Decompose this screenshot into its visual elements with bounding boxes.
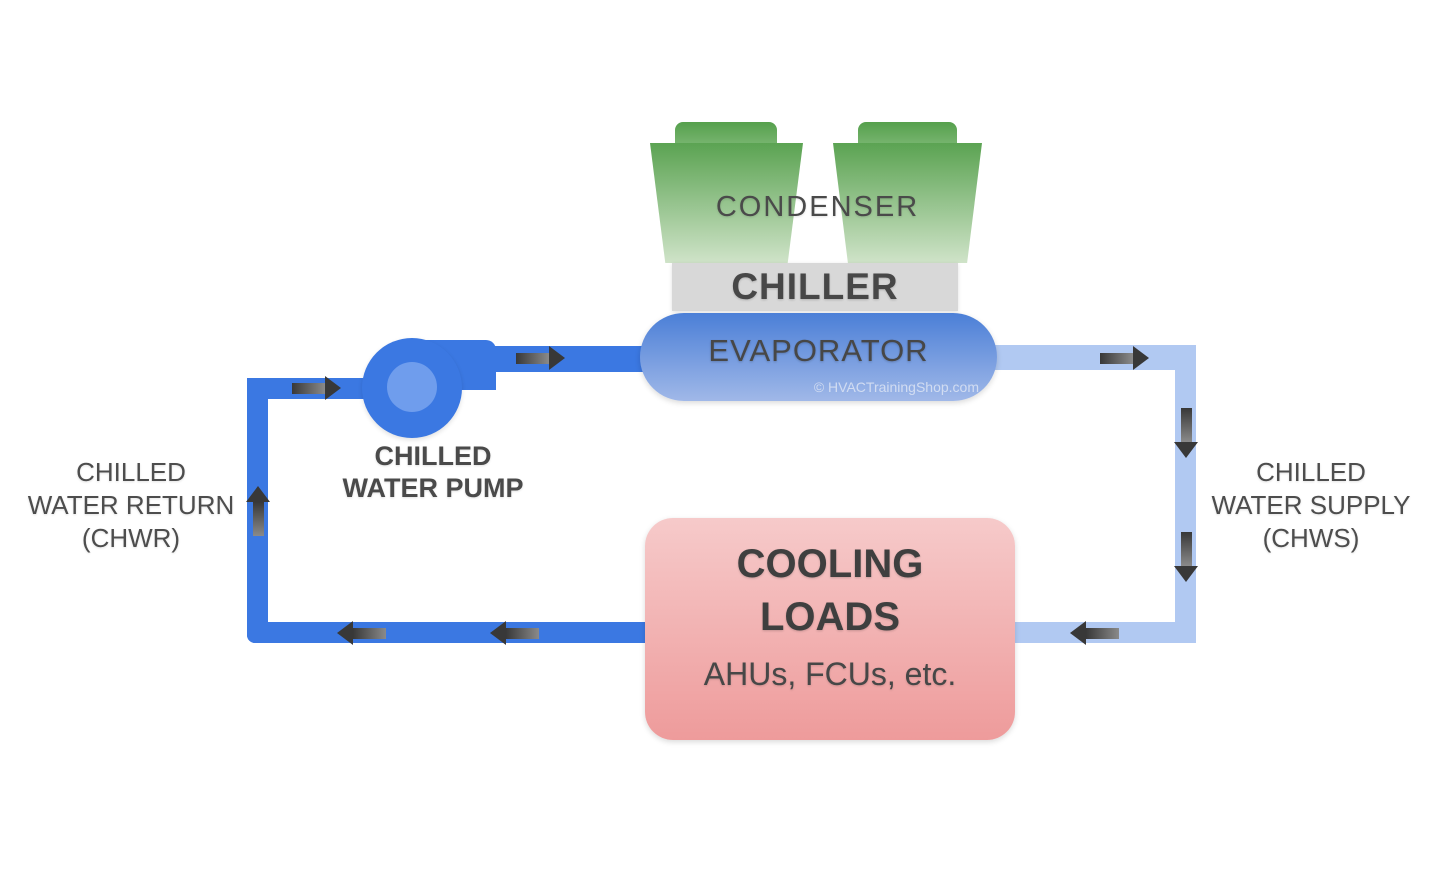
evaporator-label: EVAPORATOR (708, 333, 929, 368)
chiller-bar: CHILLER (672, 263, 958, 311)
flow-arrow-down-icon (1174, 532, 1198, 582)
chwr-label: CHILLED WATER RETURN (CHWR) (25, 456, 237, 555)
chwr-pipe-bottom (247, 622, 680, 643)
chws-label-line3: (CHWS) (1262, 523, 1360, 553)
chws-pipe-top (985, 345, 1196, 370)
cooling-loads-box: COOLING LOADS AHUs, FCUs, etc. (645, 518, 1015, 740)
arrow-shaft (353, 627, 386, 639)
arrow-shaft (292, 382, 325, 394)
cooling-loads-subtitle: AHUs, FCUs, etc. (703, 656, 957, 692)
flow-arrow-left-icon (490, 621, 539, 645)
arrow-shaft (1086, 627, 1119, 639)
chws-label-line1: CHILLED (1256, 457, 1366, 487)
flow-arrow-up-icon (246, 486, 270, 536)
arrow-shaft (516, 352, 549, 364)
chwr-label-line1: CHILLED (76, 457, 186, 487)
arrow-head (337, 621, 353, 645)
pump-impeller-icon (387, 362, 437, 412)
arrow-shaft (1100, 352, 1133, 364)
pump-label-line2: WATER PUMP (342, 473, 524, 503)
condenser-tower-right (833, 143, 982, 263)
cooling-loads-title: COOLING LOADS (645, 538, 1015, 644)
flow-arrow-right-icon (292, 376, 341, 400)
arrow-shaft (252, 502, 264, 536)
chws-label-line2: WATER SUPPLY (1211, 490, 1411, 520)
chiller-label: CHILLER (731, 266, 899, 307)
flow-arrow-down-icon (1174, 408, 1198, 458)
watermark-text: © HVACTrainingShop.com (813, 379, 979, 395)
evaporator-shape: EVAPORATOR © HVACTrainingShop.com (640, 313, 997, 401)
pump-label: CHILLED WATER PUMP (328, 440, 538, 504)
arrow-head (490, 621, 506, 645)
chws-label: CHILLED WATER SUPPLY (CHWS) (1205, 456, 1417, 555)
arrow-shaft (1180, 408, 1192, 442)
arrow-head (1070, 621, 1086, 645)
condenser-tower-left (650, 143, 803, 263)
arrow-head (1174, 442, 1198, 458)
arrow-shaft (1180, 532, 1192, 566)
arrow-head (1133, 346, 1149, 370)
chwr-label-line3: (CHWR) (81, 523, 181, 553)
flow-arrow-left-icon (1070, 621, 1119, 645)
pump-label-line1: CHILLED (374, 441, 492, 471)
arrow-head (246, 486, 270, 502)
arrow-shaft (506, 627, 539, 639)
flow-arrow-right-icon (516, 346, 565, 370)
arrow-head (1174, 566, 1198, 582)
chws-pipe-vertical (1175, 345, 1196, 643)
arrow-head (549, 346, 565, 370)
flow-arrow-right-icon (1100, 346, 1149, 370)
condenser-label: CONDENSER (715, 191, 920, 223)
cooling-loads-title-line1: COOLING (736, 542, 924, 586)
arrow-head (325, 376, 341, 400)
chwr-label-line2: WATER RETURN (27, 490, 235, 520)
flow-arrow-left-icon (337, 621, 386, 645)
cooling-loads-title-line2: LOADS (760, 595, 900, 639)
